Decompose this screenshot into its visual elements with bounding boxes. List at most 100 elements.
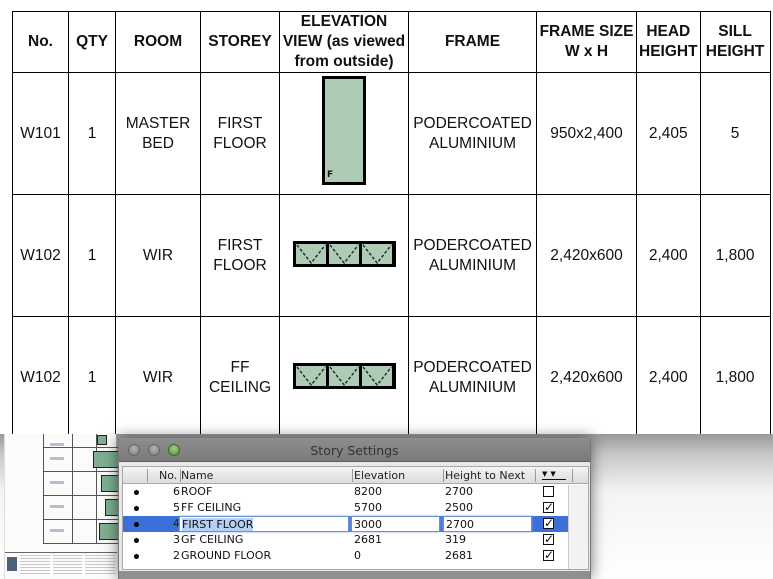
story-height-to-next-input[interactable]: 2700 (443, 516, 532, 532)
story-number: 3 (173, 533, 180, 546)
cell-room: MASTER BED (115, 72, 201, 195)
story-bullet-icon (134, 554, 139, 559)
story-list[interactable]: No. Name Elevation Height to Next ▼▼ 6 R… (122, 466, 589, 570)
close-window-button[interactable] (128, 444, 140, 456)
awning-window-elevation-icon (292, 363, 396, 389)
minimize-window-button[interactable] (148, 444, 160, 456)
fixed-window-elevation-icon: F (322, 76, 366, 185)
schedule-row: W102 1 WIR FF CEILING PODERCOATED ALUMIN… (12, 316, 771, 439)
story-row[interactable]: 5 FF CEILING 5700 2500 ✓ (123, 500, 588, 516)
header-no: No. (12, 11, 69, 73)
drawing-title-block (5, 552, 117, 576)
story-number: 5 (173, 501, 180, 514)
story-show-checkbox[interactable]: ✓ (543, 500, 555, 514)
story-name-selected-text: FIRST FLOOR (182, 518, 254, 531)
column-header-elevation[interactable]: Elevation (354, 469, 406, 482)
story-show-checkbox[interactable]: ✓ (543, 548, 555, 562)
cell-qty: 1 (68, 194, 116, 317)
story-show-checkbox[interactable]: ✓ (543, 532, 555, 546)
header-frame: FRAME (408, 11, 537, 73)
story-row[interactable]: 6 ROOF 8200 2700 (123, 484, 588, 500)
cell-sill-height: 1,800 (699, 316, 771, 439)
cell-frame-size: 950x2,400 (536, 72, 637, 195)
header-sill-height: SILL HEIGHT (699, 11, 771, 73)
story-elevation[interactable]: 2681 (354, 533, 382, 546)
cell-qty: 1 (68, 316, 116, 439)
story-elevation-input[interactable]: 3000 (351, 516, 440, 532)
header-storey: STOREY (200, 11, 280, 73)
cell-qty: 1 (68, 72, 116, 195)
column-header-name[interactable]: Name (181, 469, 214, 482)
story-list-scrollbar[interactable] (568, 485, 588, 569)
story-height-to-next[interactable]: 2681 (445, 549, 473, 562)
header-frame-size: FRAME SIZE W x H (536, 11, 637, 73)
awning-window-elevation-icon (292, 241, 396, 267)
cell-elevation (279, 316, 409, 439)
story-show-checkbox[interactable]: ✓ (543, 516, 555, 530)
schedule-row: W102 1 WIR FIRST FLOOR PODERCOATED ALUMI… (12, 194, 771, 317)
story-name[interactable]: GF CEILING (181, 533, 244, 546)
cell-frame: PODERCOATED ALUMINIUM (408, 72, 537, 195)
story-settings-dialog: Story Settings No. Name Elevation Height… (118, 438, 591, 579)
cell-no: W102 (12, 316, 69, 439)
cell-head-height: 2,400 (636, 316, 701, 439)
cell-no: W101 (12, 72, 69, 195)
story-name[interactable]: ROOF (181, 485, 213, 498)
cell-storey: FF CEILING (200, 316, 280, 439)
drawing-sheet-thumbnail[interactable] (4, 434, 123, 579)
cell-room: WIR (115, 316, 201, 439)
story-bullet-icon (134, 522, 139, 527)
cell-sill-height: 5 (699, 72, 771, 195)
cell-elevation (279, 194, 409, 317)
cell-head-height: 2,400 (636, 194, 701, 317)
dialog-titlebar[interactable]: Story Settings (119, 438, 590, 462)
header-elevation: ELEVATION VIEW (as viewed from outside) (279, 11, 409, 73)
cell-frame-size: 2,420x600 (536, 194, 637, 317)
story-name[interactable]: FF CEILING (181, 501, 242, 514)
dialog-title: Story Settings (310, 443, 399, 458)
cell-room: WIR (115, 194, 201, 317)
cell-storey: FIRST FLOOR (200, 194, 280, 317)
story-elevation[interactable]: 5700 (354, 501, 382, 514)
story-elevation[interactable]: 8200 (354, 485, 382, 498)
cell-frame: PODERCOATED ALUMINIUM (408, 316, 537, 439)
story-show-checkbox[interactable] (543, 486, 554, 497)
story-name[interactable]: GROUND FLOOR (181, 549, 272, 562)
story-height-to-next[interactable]: 319 (445, 533, 466, 546)
story-name-input[interactable]: FIRST FLOOR (179, 516, 349, 532)
story-number: 6 (173, 485, 180, 498)
dialog-footer (119, 571, 590, 579)
mini-schedule-preview (43, 434, 123, 544)
fixed-flag-label: F (327, 170, 334, 180)
story-list-header: No. Name Elevation Height to Next ▼▼ (123, 467, 588, 484)
cell-head-height: 2,405 (636, 72, 701, 195)
cell-elevation: F (279, 72, 409, 195)
zoom-window-button[interactable] (168, 444, 180, 456)
story-row[interactable]: 2 GROUND FLOOR 0 2681 ✓ (123, 548, 588, 564)
story-height-to-next[interactable]: 2500 (445, 501, 473, 514)
header-qty: QTY (68, 11, 116, 73)
cell-frame: PODERCOATED ALUMINIUM (408, 194, 537, 317)
header-room: ROOM (115, 11, 201, 73)
story-row[interactable]: 3 GF CEILING 2681 319 ✓ (123, 532, 588, 548)
cell-frame-size: 2,420x600 (536, 316, 637, 439)
cell-sill-height: 1,800 (699, 194, 771, 317)
story-elevation[interactable]: 0 (354, 549, 361, 562)
story-bullet-icon (134, 490, 139, 495)
story-height-to-next[interactable]: 2700 (445, 485, 473, 498)
window-schedule-table: No. QTY ROOM STOREY ELEVATION VIEW (as v… (12, 11, 771, 439)
column-header-no[interactable]: No. (159, 469, 178, 482)
schedule-header-row: No. QTY ROOM STOREY ELEVATION VIEW (as v… (12, 11, 771, 73)
story-row-selected[interactable]: 4 FIRST FLOOR 3000 2700 ✓ (123, 516, 588, 532)
cell-no: W102 (12, 194, 69, 317)
sort-arrows-icon[interactable]: ▼▼ (542, 471, 566, 480)
schedule-row: W101 1 MASTER BED FIRST FLOOR F PODERCOA… (12, 72, 771, 195)
story-bullet-icon (134, 506, 139, 511)
story-number: 4 (173, 517, 180, 530)
header-head-height: HEAD HEIGHT (636, 11, 701, 73)
company-logo-icon (7, 557, 17, 571)
story-number: 2 (173, 549, 180, 562)
story-bullet-icon (134, 538, 139, 543)
column-header-height-to-next[interactable]: Height to Next (445, 469, 526, 482)
cell-storey: FIRST FLOOR (200, 72, 280, 195)
